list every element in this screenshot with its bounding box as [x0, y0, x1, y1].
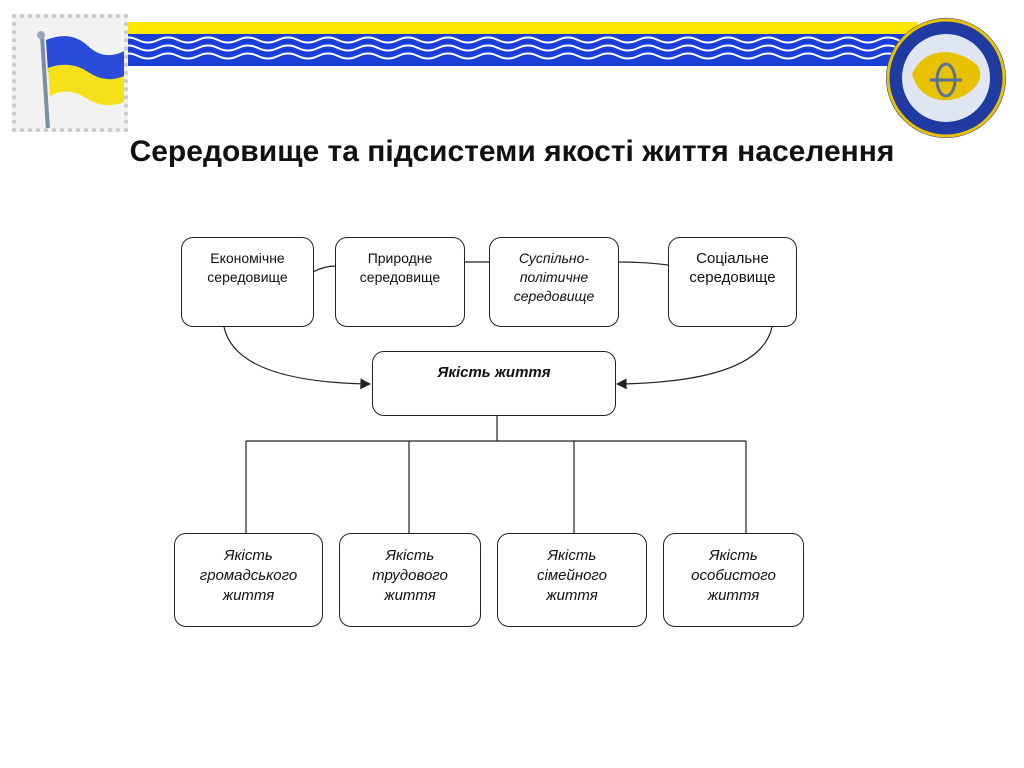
- box-line: Економічне: [210, 250, 285, 266]
- box-line: середовище: [359, 269, 441, 285]
- box-line: життя: [384, 587, 436, 604]
- box-line: Якість життя: [437, 364, 551, 381]
- arrow-right-to-center: [615, 326, 773, 390]
- ukraine-flag-image: [12, 14, 128, 132]
- box-line: трудового: [372, 567, 448, 584]
- box-line: Якість: [224, 547, 273, 564]
- box-line: життя: [707, 587, 760, 604]
- box-line: громадського: [199, 567, 298, 584]
- box-line: Якість: [385, 547, 435, 564]
- work-life-quality-box: Якість трудового життя: [339, 533, 481, 627]
- sociopolitical-environment-box: Суспільно- політичне середовище: [489, 237, 619, 327]
- box-line: Якість: [709, 547, 758, 564]
- box-line: сімейного: [537, 567, 607, 584]
- box-line: середовище: [207, 269, 288, 285]
- personal-life-quality-box: Якість особистого життя: [663, 533, 804, 627]
- social-environment-box: Соціальне середовище: [668, 237, 797, 327]
- institute-emblem-logo: [886, 18, 1006, 138]
- arrow-left-to-center: [223, 326, 372, 390]
- box-line: середовище: [689, 269, 776, 286]
- box-line: Природне: [367, 250, 433, 266]
- slide-title: Середовище та підсистеми якості життя на…: [129, 135, 895, 168]
- box-line: Суспільно-: [518, 250, 590, 266]
- natural-environment-box: Природне середовище: [335, 237, 465, 327]
- economic-environment-box: Економічне середовище: [181, 237, 314, 327]
- link-sociopolitical-social: [617, 261, 669, 266]
- box-line: особистого: [691, 567, 776, 584]
- family-life-quality-box: Якість сімейного життя: [497, 533, 647, 627]
- box-line: Якість: [547, 547, 597, 564]
- box-line: політичне: [519, 269, 589, 285]
- box-line: життя: [222, 587, 275, 604]
- box-line: Соціальне: [696, 250, 769, 267]
- box-line: життя: [546, 587, 598, 604]
- header-wave-banner: [118, 22, 918, 66]
- quality-of-life-box: Якість життя: [372, 351, 616, 416]
- civic-life-quality-box: Якість громадського життя: [174, 533, 323, 627]
- link-economic-natural: [312, 265, 337, 273]
- box-line: середовище: [513, 288, 595, 304]
